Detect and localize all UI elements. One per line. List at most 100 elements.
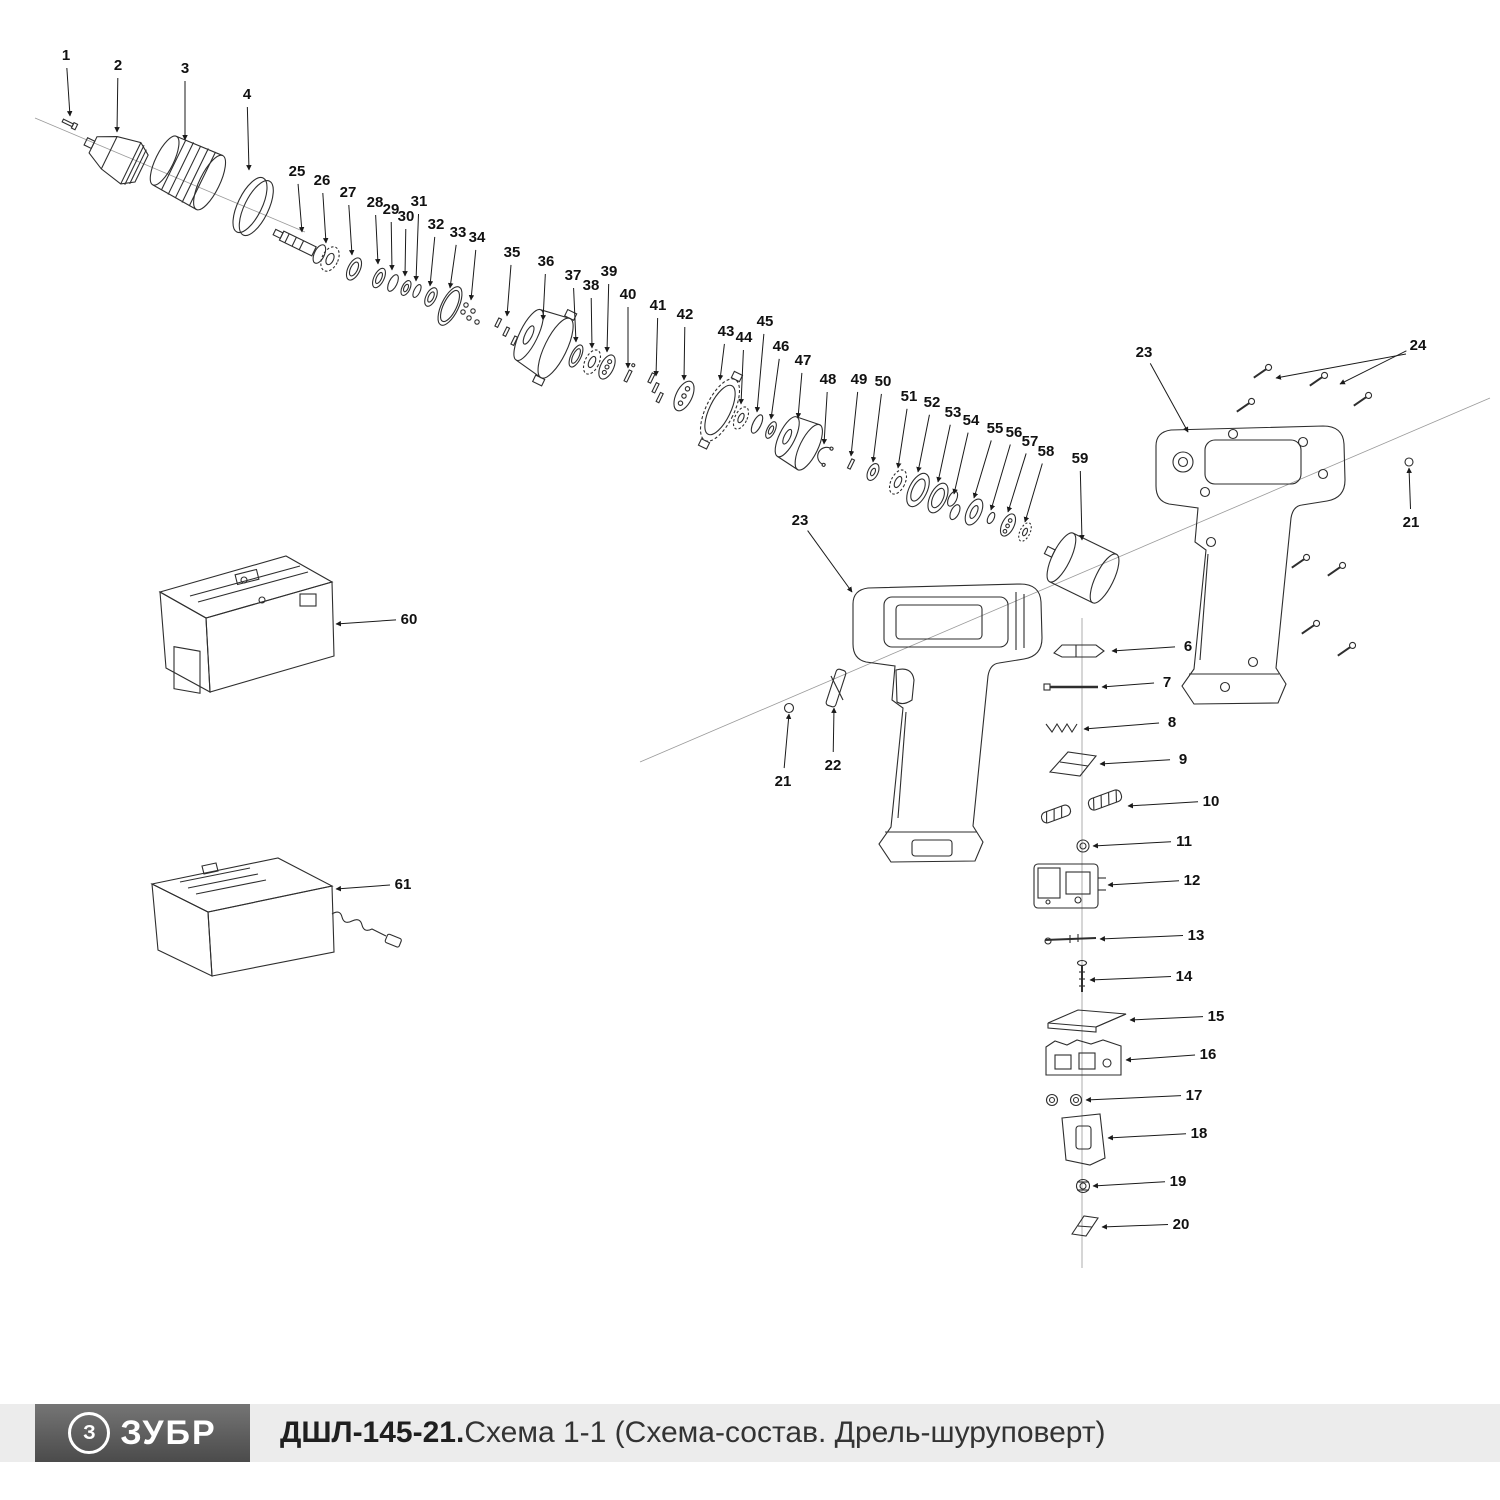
part-washer <box>424 287 438 307</box>
leader-line <box>738 349 744 405</box>
leader-line <box>1127 801 1199 809</box>
part-number: 30 <box>398 208 415 225</box>
part-number: 29 <box>383 201 400 218</box>
part-number: 38 <box>583 277 600 294</box>
leader-line <box>1083 722 1160 732</box>
leader-line <box>1107 1133 1187 1141</box>
part-pin-13 <box>1044 934 1097 945</box>
leader-line <box>807 530 853 593</box>
leader-line <box>681 326 687 381</box>
battery-pack <box>158 555 335 694</box>
leader-line <box>573 287 579 343</box>
leader-line <box>870 393 882 463</box>
part-number: 47 <box>795 352 812 369</box>
diagram-title: ДШЛ-145-21. Схема 1-1 (Схема-состав. Дре… <box>280 1404 1106 1462</box>
part-number: 19 <box>1170 1173 1187 1190</box>
part-number: 23 <box>792 512 809 529</box>
part-number: 35 <box>504 244 521 261</box>
part-number: 21 <box>775 773 792 790</box>
part-number: 48 <box>820 371 837 388</box>
leader-line <box>1406 467 1412 510</box>
leader-line <box>348 204 355 256</box>
part-number: 21 <box>1403 514 1420 531</box>
part-number: 9 <box>1179 751 1187 768</box>
part-washer <box>906 472 930 508</box>
part-planet-carrier <box>673 380 695 412</box>
part-number: 22 <box>825 757 842 774</box>
part-washer <box>750 414 764 434</box>
leader-line <box>1079 470 1085 541</box>
leader-line <box>1129 1016 1204 1023</box>
part-screw-1 <box>61 118 79 131</box>
part-number: 23 <box>1136 344 1153 361</box>
part-ring-gear <box>697 370 744 450</box>
trigger <box>895 668 915 705</box>
part-number: 46 <box>773 338 790 355</box>
part-number: 31 <box>411 193 428 210</box>
leader-line <box>1006 453 1027 513</box>
leader-line <box>768 358 780 420</box>
leader-line <box>322 192 329 244</box>
leader-line <box>1099 935 1184 942</box>
leader-line <box>952 432 969 495</box>
zubr-logo-icon: З <box>68 1412 111 1454</box>
leader-line <box>1101 1223 1169 1230</box>
part-gearbox-rear <box>774 416 823 471</box>
part-gear <box>320 246 340 272</box>
part-number: 39 <box>601 263 618 280</box>
part-number: 42 <box>677 306 694 323</box>
part-number: 10 <box>1203 793 1220 810</box>
part-chuck <box>83 136 149 186</box>
part-washer <box>927 482 949 514</box>
part-number: 41 <box>650 297 667 314</box>
leader-line <box>427 236 436 287</box>
part-balls <box>460 302 480 325</box>
part-clip-20 <box>1071 1215 1099 1237</box>
leader-line <box>783 713 792 769</box>
leader-line <box>1092 841 1172 849</box>
part-pins <box>647 372 664 404</box>
leader-line <box>504 264 512 317</box>
part-number: 25 <box>289 163 306 180</box>
part-number: 34 <box>469 229 486 246</box>
part-number: 56 <box>1006 424 1023 441</box>
leader-line <box>1107 880 1180 888</box>
part-large-ring <box>437 286 463 326</box>
leader-line <box>375 214 381 265</box>
part-springs-10 <box>1040 789 1123 824</box>
leader-line <box>653 317 659 377</box>
part-washer-11 <box>1076 839 1090 853</box>
part-number: 18 <box>1191 1125 1208 1142</box>
leader-line <box>447 244 457 289</box>
part-front-ring <box>232 176 274 237</box>
leader-line <box>717 343 725 381</box>
part-number: 57 <box>1022 433 1039 450</box>
exploded-diagram: 1234252627282930313233343536373839404142… <box>34 47 1491 1268</box>
leader-line <box>831 707 837 753</box>
part-number: 16 <box>1200 1046 1217 1063</box>
part-washer <box>400 280 412 296</box>
leader-line <box>297 183 305 233</box>
part-number: 60 <box>401 611 418 628</box>
leader-line <box>335 884 391 892</box>
part-clip <box>817 446 834 467</box>
part-number: 12 <box>1184 872 1201 889</box>
part-nut-19 <box>1075 1178 1091 1194</box>
part-number: 14 <box>1176 968 1193 985</box>
part-number: 28 <box>367 194 384 211</box>
part-number: 37 <box>565 267 582 284</box>
leader-line <box>916 414 930 473</box>
part-motor <box>1043 532 1120 604</box>
part-number: 50 <box>875 373 892 390</box>
part-number: 1 <box>62 47 70 64</box>
leader-line <box>389 221 395 271</box>
part-spindle <box>272 228 327 264</box>
construction-lines <box>34 117 1491 1268</box>
leader-line <box>468 249 477 301</box>
zubr-logo: З ЗУБР <box>35 1404 250 1462</box>
part-gear <box>582 349 602 375</box>
leader-line <box>114 77 120 133</box>
part-pins <box>494 317 519 347</box>
part-washer <box>387 274 399 292</box>
part-ball-21 <box>1404 457 1414 467</box>
